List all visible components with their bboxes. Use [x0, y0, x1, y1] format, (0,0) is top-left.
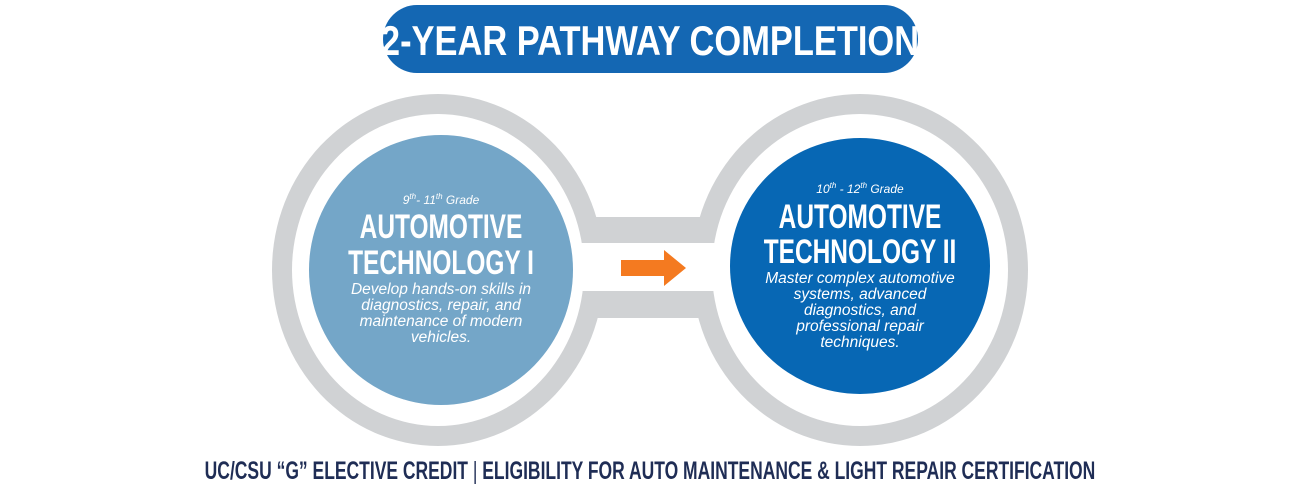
- course-card-2: 10th - 12th Grade AUTOMOTIVE TECHNOLOGY …: [730, 138, 990, 394]
- footer: UC/CSU “G” ELECTIVE CREDIT | ELIGIBILITY…: [205, 456, 1096, 485]
- footer-separator: |: [473, 456, 478, 485]
- course-2-description: Master complex automotive systems, advan…: [765, 270, 955, 351]
- arrow-right-icon: [621, 250, 686, 286]
- course-card-1: 9th- 11th Grade AUTOMOTIVE TECHNOLOGY I …: [309, 135, 573, 405]
- course-1-desc-line: vehicles.: [411, 329, 471, 346]
- course-1-grade: 9th- 11th Grade: [403, 192, 480, 207]
- title-banner: 2-YEAR PATHWAY COMPLETION: [381, 5, 919, 73]
- course-2-grade: 10th - 12th Grade: [816, 181, 904, 196]
- course-2-desc-line: techniques.: [820, 334, 899, 351]
- footer-credit: UC/CSU “G” ELECTIVE CREDIT: [205, 456, 468, 485]
- footer-text: UC/CSU “G” ELECTIVE CREDIT | ELIGIBILITY…: [205, 456, 1096, 485]
- course-2-desc-line: Master complex automotive: [765, 270, 955, 287]
- course-2-title-line1: AUTOMOTIVE: [779, 198, 942, 236]
- course-1-description: Develop hands-on skills in diagnostics, …: [351, 281, 531, 346]
- course-2-desc-line: diagnostics, and: [804, 302, 917, 319]
- course-1-desc-line: diagnostics, repair, and: [361, 297, 522, 314]
- title-text: 2-YEAR PATHWAY COMPLETION: [381, 18, 919, 65]
- course-2-circle: [730, 138, 990, 394]
- footer-certification: ELIGIBILITY FOR AUTO MAINTENANCE & LIGHT…: [482, 456, 1095, 485]
- course-1-title-line1: AUTOMOTIVE: [360, 208, 523, 246]
- course-1-title-line2: TECHNOLOGY I: [348, 244, 534, 282]
- course-1-desc-line: maintenance of modern: [360, 313, 523, 330]
- course-2-title-line2: TECHNOLOGY II: [764, 233, 957, 271]
- course-1-circle: [309, 135, 573, 405]
- course-2-desc-line: professional repair: [795, 318, 924, 335]
- title-pill: [383, 5, 918, 73]
- course-2-desc-line: systems, advanced: [794, 286, 928, 303]
- course-1-desc-line: Develop hands-on skills in: [351, 281, 531, 298]
